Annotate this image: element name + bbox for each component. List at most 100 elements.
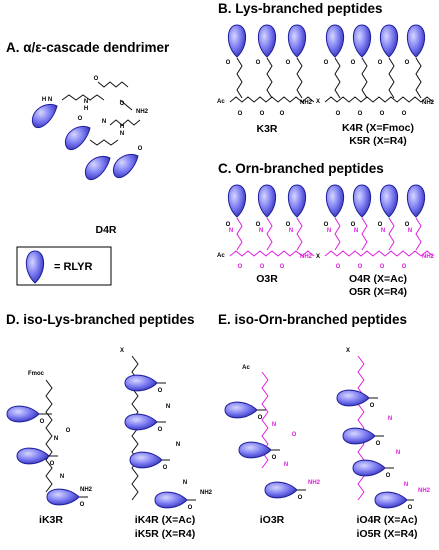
atom-label: H <box>84 106 88 112</box>
atom-label: NH2 <box>80 487 93 493</box>
atom-label: O <box>280 111 285 117</box>
section-e-title: E. iso-Orn-branched peptides <box>218 312 407 327</box>
rlyr-residue-icon <box>238 441 272 459</box>
atom-label: N <box>60 474 64 480</box>
atom-label: O <box>256 60 261 66</box>
rlyr-residue-icon <box>25 250 45 284</box>
atom-label: O <box>376 441 381 447</box>
atom-label: N <box>54 436 58 442</box>
bond-chain <box>266 57 273 99</box>
atom-label: O <box>258 415 263 421</box>
atom-label: N <box>176 442 180 448</box>
compound-label-o4r: O4R (X=Ac) <box>349 273 407 285</box>
rlyr-residue-icon <box>257 184 277 218</box>
atom-label: N <box>183 480 187 486</box>
atom-label: O <box>260 111 265 117</box>
atom-label: O <box>292 432 297 438</box>
bond-chain <box>361 217 368 251</box>
atom-label: O <box>380 111 385 117</box>
atom-label: O <box>386 473 391 479</box>
bond-chain <box>266 217 273 251</box>
atom-label: O <box>260 264 265 270</box>
bond-chain <box>361 57 368 99</box>
compound-label-k4r: K4R (X=Fmoc) <box>342 122 414 134</box>
atom-label: N <box>284 462 288 468</box>
rlyr-residue-icon <box>227 24 247 58</box>
atom-label: O <box>238 264 243 270</box>
bond-chain <box>236 57 243 99</box>
atom-label: O <box>324 60 329 66</box>
rlyr-residue-icon <box>64 126 91 151</box>
atom-label: NH2 <box>300 254 313 260</box>
compound-label-io3r: iO3R <box>260 514 285 526</box>
rlyr-residue-icon <box>342 427 376 445</box>
compound-label-d4r: D4R <box>95 224 116 236</box>
bond-chain <box>236 217 243 251</box>
atom-label: O <box>188 505 193 511</box>
section-d-title: D. iso-Lys-branched peptides <box>6 312 195 327</box>
atom-label: O <box>120 101 125 107</box>
atom-label: NH2 <box>418 488 431 494</box>
rlyr-residue-icon <box>287 24 307 58</box>
rlyr-residue-icon <box>325 24 345 58</box>
rlyr-residue-icon <box>112 154 139 179</box>
rlyr-residue-icon <box>379 184 399 218</box>
bond-chain <box>334 57 341 99</box>
atom-label: N <box>120 131 124 137</box>
atom-label: O <box>351 222 356 228</box>
rlyr-residue-icon <box>352 459 386 477</box>
rlyr-residue-icon <box>124 413 158 431</box>
rlyr-residue-icon <box>84 156 111 181</box>
bond-chain <box>45 379 53 493</box>
atom-label: O <box>380 264 385 270</box>
atom-label: O <box>358 264 363 270</box>
atom-label: O <box>336 264 341 270</box>
atom-label: N <box>396 450 400 456</box>
atom-label: X <box>120 348 124 354</box>
bond-chain <box>415 57 422 99</box>
bond-chain <box>334 217 341 251</box>
section-b-title: B. Lys-branched peptides <box>218 1 383 16</box>
atom-label: O <box>158 388 163 394</box>
compound-label-io5r: iO5R (X=R4) <box>357 528 418 540</box>
atom-label: O <box>324 222 329 228</box>
rlyr-residue-icon <box>287 184 307 218</box>
atom-label: O <box>163 465 168 471</box>
atom-label: O <box>370 403 375 409</box>
rlyr-residue-icon <box>257 24 277 58</box>
atom-label: N <box>166 404 170 410</box>
rlyr-residue-icon <box>227 184 247 218</box>
compound-label-ik3r: iK3R <box>39 514 63 526</box>
bond-chain <box>388 217 395 251</box>
atom-label: O <box>405 60 410 66</box>
rlyr-residue-icon <box>379 24 399 58</box>
atom-label: O <box>226 60 231 66</box>
bond-chain <box>229 96 315 103</box>
atom-label: N <box>327 228 331 234</box>
atom-label: NH2 <box>422 100 435 106</box>
section-a-title: A. α/ε-cascade dendrimer <box>6 40 170 55</box>
compound-label-o3r: O3R <box>256 273 278 285</box>
rlyr-residue-icon <box>124 374 158 392</box>
atom-label: O <box>80 502 85 508</box>
atom-label: O <box>50 461 55 467</box>
atom-label: O <box>94 76 99 82</box>
atom-label: NH2 <box>308 480 321 486</box>
bond-chain <box>415 217 422 251</box>
atom-label: NH2 <box>136 109 149 115</box>
rlyr-residue-icon <box>374 491 408 509</box>
compound-label-io4r: iO4R (X=Ac) <box>357 514 418 526</box>
rlyr-residue-icon <box>6 405 40 423</box>
bond <box>119 99 133 111</box>
atom-label: X <box>346 348 350 354</box>
atom-label: Ac <box>242 365 250 371</box>
rlyr-residue-icon <box>406 24 426 58</box>
rlyr-residue-icon <box>352 184 372 218</box>
atom-label: O <box>272 455 277 461</box>
rlyr-residue-icon <box>352 24 372 58</box>
atom-label: O <box>402 264 407 270</box>
atom-label: O <box>408 505 413 511</box>
atom-label: O <box>138 146 143 152</box>
chemical-bonds <box>39 57 434 501</box>
bond-chain <box>388 57 395 99</box>
